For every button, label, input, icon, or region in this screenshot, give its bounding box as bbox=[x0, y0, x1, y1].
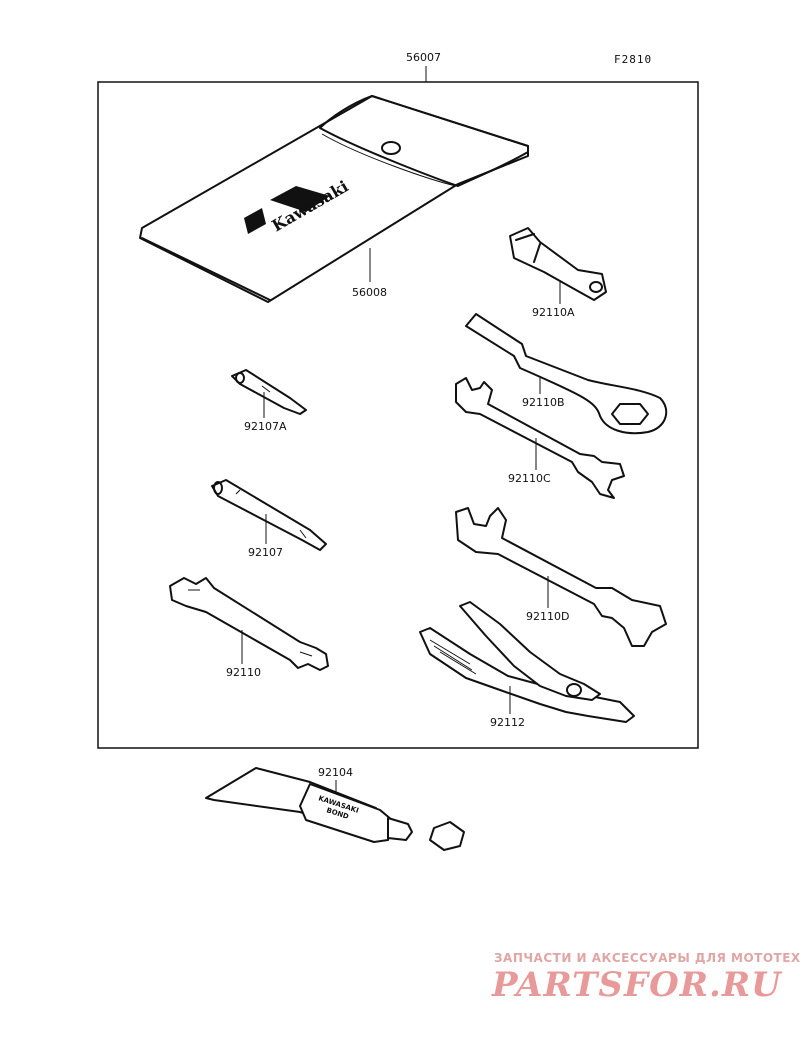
screwdriver-icon[interactable] bbox=[211, 479, 327, 551]
part-label-92104: 92104 bbox=[318, 766, 353, 779]
screwdriver-bit-icon[interactable] bbox=[231, 369, 307, 415]
large-open-end-wrench-icon[interactable] bbox=[455, 507, 667, 647]
pliers-icon[interactable] bbox=[419, 601, 635, 723]
part-label-56008: 56008 bbox=[352, 286, 387, 299]
diagram-code: F2810 bbox=[614, 53, 652, 66]
watermark-tagline: ЗАПЧАСТИ И АКСЕССУАРЫ ДЛЯ МОТОТЕХНИКИ bbox=[494, 951, 800, 965]
part-label-92107: 92107 bbox=[248, 546, 283, 559]
flat-wrench-icon[interactable] bbox=[169, 577, 329, 671]
part-label-92112: 92112 bbox=[490, 716, 525, 729]
part-label-92110: 92110 bbox=[226, 666, 261, 679]
part-label-92110C: 92110C bbox=[508, 472, 551, 485]
part-label-92107A: 92107A bbox=[244, 420, 287, 433]
box-wrench-icon[interactable] bbox=[509, 227, 607, 301]
ring-wrench-icon[interactable] bbox=[465, 313, 668, 435]
assembly-frame bbox=[97, 81, 699, 749]
assembly-number: 56007 bbox=[406, 51, 441, 64]
small-open-end-wrench-icon[interactable] bbox=[455, 377, 625, 499]
part-label-92110D: 92110D bbox=[526, 610, 569, 623]
part-label-92110A: 92110A bbox=[532, 306, 575, 319]
part-label-92110B: 92110B bbox=[522, 396, 565, 409]
tool-pouch-icon[interactable]: Kawasaki bbox=[139, 95, 529, 303]
glue-tube-icon[interactable]: KAWASAKI BOND bbox=[205, 767, 465, 851]
watermark-logo: PARTSFOR.RU bbox=[491, 965, 783, 1005]
